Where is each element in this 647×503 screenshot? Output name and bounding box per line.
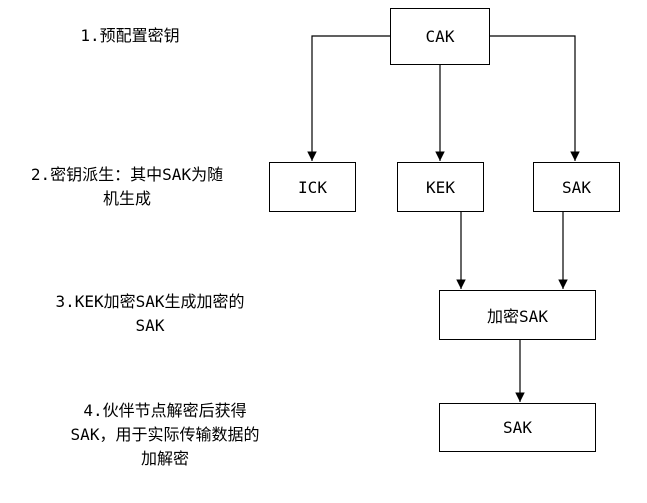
kek-node: KEK — [397, 162, 484, 212]
step-2-label: 2.密钥派生：其中SAK为随 机生成 — [30, 165, 224, 208]
encrypted-sak-node: 加密SAK — [439, 290, 596, 340]
step-1-label: 1.预配置密钥 — [80, 26, 180, 45]
ick-node: ICK — [269, 162, 356, 212]
decrypted-sak-node: SAK — [439, 403, 596, 452]
edge-cak-ick — [307, 35, 390, 161]
sak-node: SAK — [533, 162, 620, 212]
step-3-label: 3.KEK加密SAK生成加密的 SAK — [55, 292, 245, 335]
cak-node: CAK — [390, 8, 490, 65]
edge-cak-sak — [489, 35, 580, 161]
step-4-label: 4.伙伴节点解密后获得 SAK，用于实际传输数据的 加解密 — [70, 401, 260, 468]
